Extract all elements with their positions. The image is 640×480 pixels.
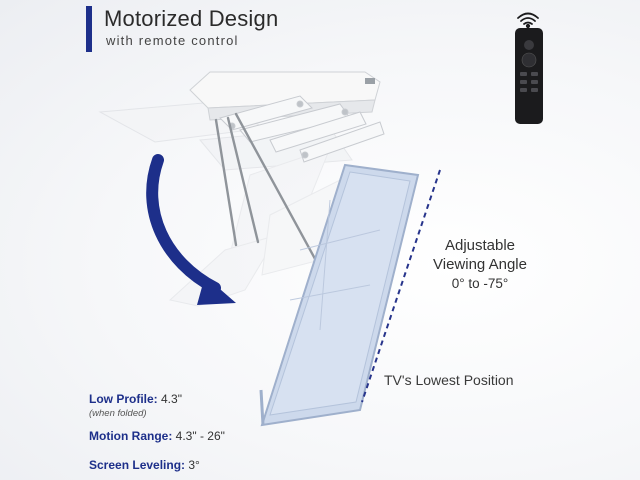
spec-screen-leveling-value: 3°: [185, 458, 200, 472]
tv-screen: [259, 163, 420, 427]
spec-low-profile: Low Profile: 4.3": [89, 392, 182, 406]
viewing-angle-line2: Viewing Angle: [433, 256, 527, 273]
spec-low-profile-note: (when folded): [89, 408, 147, 419]
accent-bar: [86, 6, 92, 52]
lowest-position-label: TV's Lowest Position: [384, 372, 514, 388]
spec-screen-leveling: Screen Leveling: 3°: [89, 458, 200, 472]
support-rods: [214, 112, 322, 270]
spec-low-profile-value: 4.3": [157, 392, 182, 406]
spec-low-profile-label: Low Profile:: [89, 392, 158, 406]
page-subtitle: with remote control: [106, 33, 239, 48]
curved-arrow-icon: [146, 154, 236, 305]
wifi-signal-icon: [517, 12, 539, 29]
spec-screen-leveling-label: Screen Leveling:: [89, 458, 186, 472]
scissor-arms: [219, 95, 385, 163]
page-title: Motorized Design: [104, 6, 279, 31]
viewing-angle-label: Adjustable Viewing Angle 0° to -75°: [405, 236, 555, 293]
spec-motion-range-value: 4.3" - 26": [172, 429, 225, 443]
spec-motion-range: Motion Range: 4.3" - 26": [89, 429, 225, 443]
remote-control-icon: [515, 28, 543, 124]
viewing-angle-range: 0° to -75°: [451, 276, 509, 291]
viewing-angle-line1: Adjustable: [444, 237, 516, 254]
lowest-position-line: [361, 169, 441, 403]
spec-motion-range-label: Motion Range:: [89, 429, 173, 443]
